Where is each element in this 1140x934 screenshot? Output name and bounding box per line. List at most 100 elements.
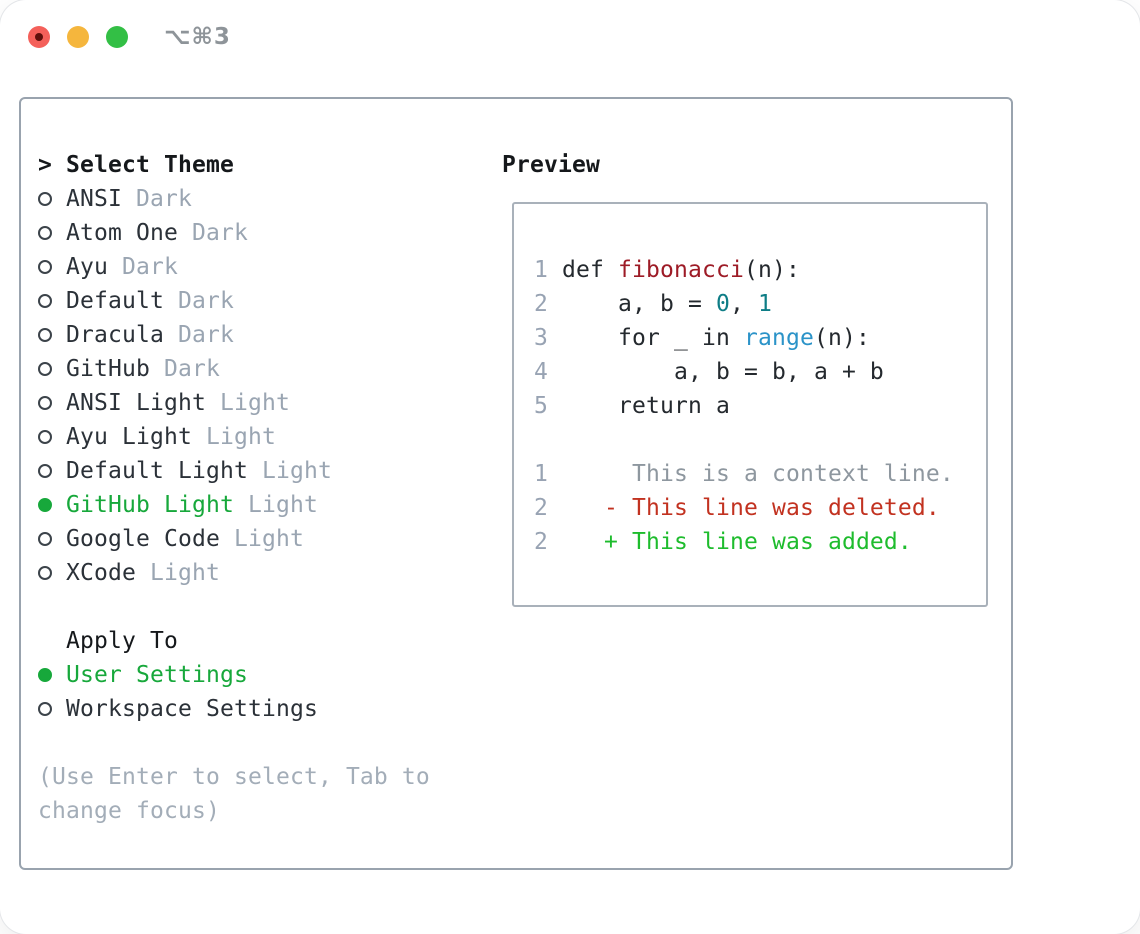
line-number: 2 xyxy=(534,291,548,317)
theme-variant: Light xyxy=(233,492,318,518)
select-theme-header-row: > Select Theme xyxy=(38,148,478,182)
radio-icon xyxy=(38,250,66,284)
radio-icon xyxy=(38,352,66,386)
theme-name: Default Light xyxy=(66,458,248,484)
spacer xyxy=(38,590,478,624)
line-number: 4 xyxy=(534,359,548,385)
theme-name: XCode xyxy=(66,560,136,586)
code-line: 1 def fibonacci(n): xyxy=(534,253,954,287)
code-token-code: return a xyxy=(548,393,730,419)
select-theme-title: Select Theme xyxy=(66,152,234,178)
code-token-code: , xyxy=(729,291,758,317)
prompt-marker: > xyxy=(38,148,66,182)
theme-option-github[interactable]: GitHub Dark xyxy=(38,352,478,386)
keyboard-hint: (Use Enter to select, Tab to change focu… xyxy=(38,764,430,824)
theme-name: GitHub Light xyxy=(66,492,234,518)
apply-option-label: User Settings xyxy=(66,662,248,688)
close-dot-icon xyxy=(35,33,43,41)
theme-variant: Light xyxy=(136,560,220,586)
radio-selected-icon xyxy=(38,488,66,522)
apply-to-title: Apply To xyxy=(66,628,178,654)
code-token-code: for _ in xyxy=(548,325,744,351)
theme-name: Ayu xyxy=(66,254,108,280)
radio-icon xyxy=(38,386,66,420)
radio-icon xyxy=(38,522,66,556)
code-token-func: fibonacci xyxy=(618,257,744,283)
radio-icon xyxy=(38,216,66,250)
theme-option-github-light[interactable]: GitHub Light Light xyxy=(38,488,478,522)
code-token-context: This is a context line. xyxy=(548,461,954,487)
spacer xyxy=(38,726,478,760)
apply-to-header-row: Apply To xyxy=(38,624,478,658)
theme-option-google-code[interactable]: Google Code Light xyxy=(38,522,478,556)
minimize-button[interactable] xyxy=(67,26,89,48)
theme-option-xcode[interactable]: XCode Light xyxy=(38,556,478,590)
preview-title: Preview xyxy=(502,152,600,178)
theme-variant: Dark xyxy=(149,356,220,382)
line-number: 1 xyxy=(534,461,548,487)
theme-variant: Dark xyxy=(122,186,192,212)
code-token-code: def xyxy=(548,257,618,283)
close-button[interactable] xyxy=(28,26,50,48)
theme-name: ANSI Light xyxy=(66,390,206,416)
theme-variant: Light xyxy=(219,526,304,552)
code-line: 2 a, b = 0, 1 xyxy=(534,287,954,321)
apply-option-workspace-settings[interactable]: Workspace Settings xyxy=(38,692,478,726)
theme-option-default[interactable]: Default Dark xyxy=(38,284,478,318)
titlebar: ⌥⌘3 xyxy=(0,0,1140,74)
code-line: 2 - This line was deleted. xyxy=(534,491,954,525)
code-line: 3 for _ in range(n): xyxy=(534,321,954,355)
theme-option-ayu[interactable]: Ayu Dark xyxy=(38,250,478,284)
code-token-code: a, b = xyxy=(548,291,716,317)
theme-option-atom-one[interactable]: Atom One Dark xyxy=(38,216,478,250)
line-number: 2 xyxy=(534,495,548,521)
radio-icon xyxy=(38,318,66,352)
theme-name: Ayu Light xyxy=(66,424,192,450)
theme-option-default-light[interactable]: Default Light Light xyxy=(38,454,478,488)
code-token-code: a, b = b, a + b xyxy=(548,359,884,385)
line-number: 2 xyxy=(534,529,548,555)
code-token-code: (n): xyxy=(813,325,870,351)
radio-icon xyxy=(38,556,66,590)
radio-selected-icon xyxy=(38,658,66,692)
apply-to-marker xyxy=(38,624,66,658)
prompt-icon: > xyxy=(38,152,52,178)
radio-icon xyxy=(38,454,66,488)
code-line: 2 + This line was added. xyxy=(534,525,954,559)
code-line xyxy=(534,423,954,457)
theme-option-ansi-light[interactable]: ANSI Light Light xyxy=(38,386,478,420)
code-token-added: + This line was added. xyxy=(548,529,912,555)
radio-icon xyxy=(38,692,66,726)
code-token-deleted: - This line was deleted. xyxy=(548,495,940,521)
theme-variant: Light xyxy=(205,390,290,416)
radio-icon xyxy=(38,284,66,318)
apply-option-label: Workspace Settings xyxy=(66,696,318,722)
theme-option-ansi[interactable]: ANSI Dark xyxy=(38,182,478,216)
zoom-button[interactable] xyxy=(106,26,128,48)
code-token-builtin: range xyxy=(743,325,814,351)
theme-variant: Light xyxy=(247,458,332,484)
code-token-num: 0 xyxy=(715,291,730,317)
theme-option-ayu-light[interactable]: Ayu Light Light xyxy=(38,420,478,454)
theme-name: ANSI xyxy=(66,186,122,212)
theme-option-dracula[interactable]: Dracula Dark xyxy=(38,318,478,352)
theme-variant: Light xyxy=(191,424,276,450)
theme-name: Default xyxy=(66,288,164,314)
radio-icon xyxy=(38,182,66,216)
theme-variant: Dark xyxy=(108,254,178,280)
code-line: 1 This is a context line. xyxy=(534,457,954,491)
window-shortcut-label: ⌥⌘3 xyxy=(164,24,231,50)
line-number: 1 xyxy=(534,257,548,283)
apply-option-user-settings[interactable]: User Settings xyxy=(38,658,478,692)
radio-icon xyxy=(38,420,66,454)
line-number: 3 xyxy=(534,325,548,351)
code-token-code: (n): xyxy=(743,257,800,283)
code-token-num: 1 xyxy=(757,291,772,317)
